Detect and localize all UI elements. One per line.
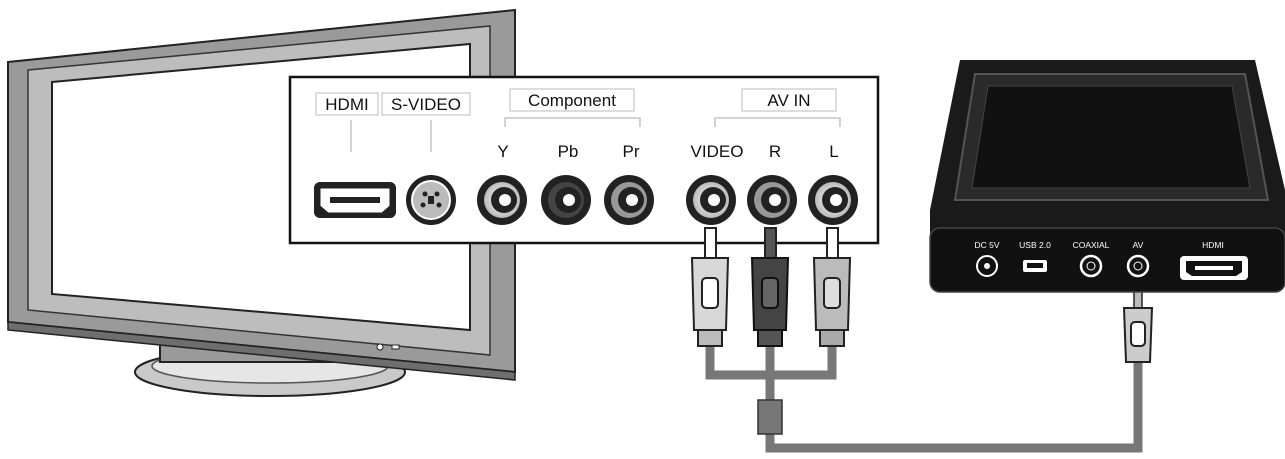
wire-l [770, 345, 837, 380]
port-hdmi-label: HDMI [1202, 240, 1224, 250]
jack-r [747, 175, 797, 225]
port-video-label: VIDEO [691, 142, 744, 161]
avin-label-box [741, 88, 837, 112]
jack-pb [541, 175, 591, 225]
av-port [1126, 254, 1150, 278]
usb-port [1023, 260, 1047, 272]
port-pb-label: Pb [558, 142, 579, 161]
player-hdmi-port [1180, 256, 1248, 280]
port-pr-label: Pr [623, 142, 640, 161]
svideo-label-box [381, 92, 471, 116]
tv-sensor [391, 344, 400, 350]
plug-r [750, 227, 790, 347]
component-bracket [504, 117, 641, 127]
port-dc-label: DC 5V [974, 240, 999, 250]
component-label: Component [528, 91, 616, 110]
avin-bracket [714, 117, 841, 127]
hdmi-label: HDMI [325, 95, 368, 114]
jack-y [477, 175, 527, 225]
tv-hdmi-port [314, 182, 396, 218]
port-coaxial-label: COAXIAL [1073, 240, 1110, 250]
port-usb-label: USB 2.0 [1019, 240, 1051, 250]
dc-port [976, 255, 998, 277]
port-y-label: Y [497, 142, 508, 161]
tv-svideo-port [406, 175, 456, 225]
jack-video [686, 175, 736, 225]
port-l-label: L [829, 142, 838, 161]
hdmi-label-box [315, 92, 379, 116]
svideo-label: S-VIDEO [391, 95, 461, 114]
component-label-box [509, 88, 635, 112]
tv-input-panel: HDMI S-VIDEO Component AV IN Y Pb Pr VID… [288, 75, 880, 245]
jack-pr [604, 175, 654, 225]
cable-splitter [757, 399, 783, 435]
plug-video [690, 227, 730, 347]
wire-main [765, 360, 1143, 453]
wire-video [705, 345, 775, 402]
plug-l [812, 227, 852, 347]
hdmi-port-pins [330, 197, 380, 203]
tv-bottom-edge [7, 321, 516, 381]
media-player: DC 5V USB 2.0 COAXIAL AV HDMI [929, 60, 1285, 293]
coaxial-port [1079, 254, 1103, 278]
jack-l [808, 175, 858, 225]
player-top-inset [971, 85, 1251, 189]
port-r-label: R [769, 142, 781, 161]
port-av-label: AV [1133, 240, 1144, 250]
avin-label: AV IN [767, 91, 810, 110]
tv-power-led [376, 343, 384, 351]
